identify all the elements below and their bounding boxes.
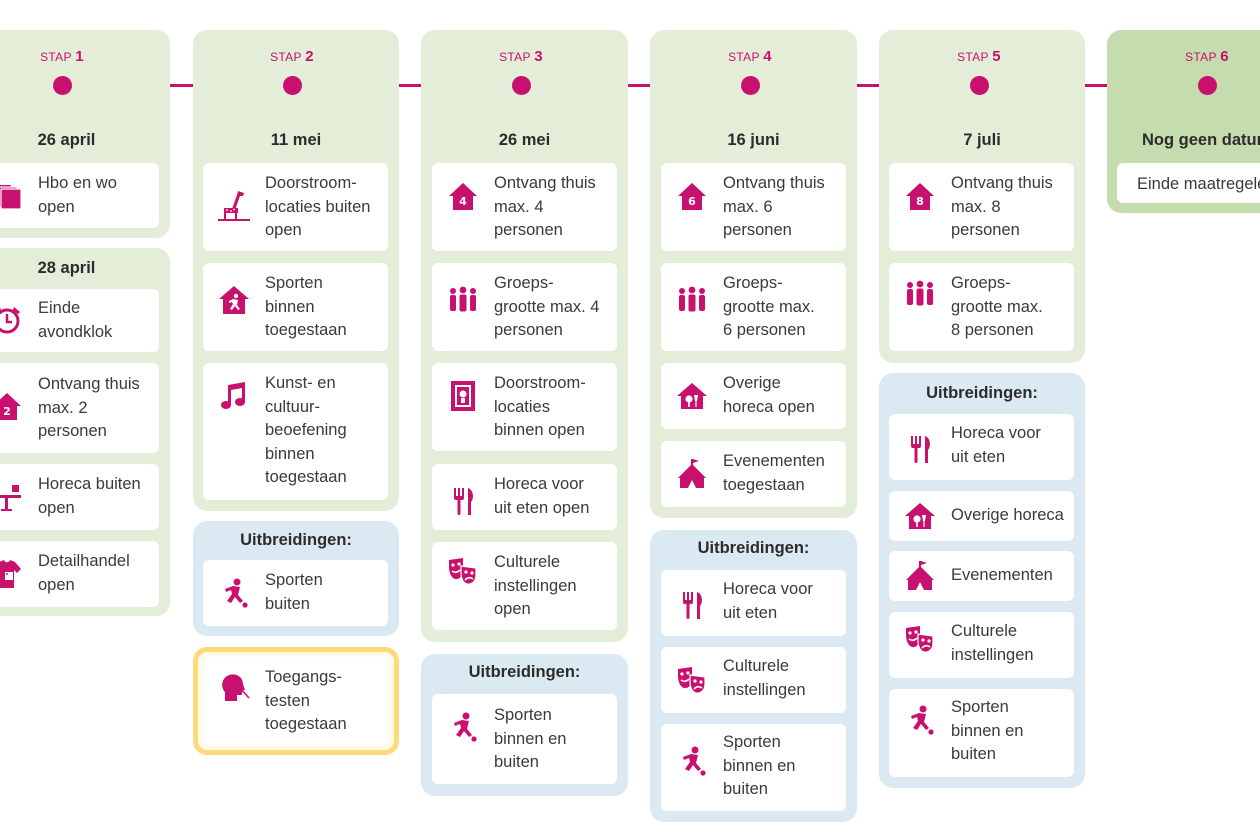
- alarm-clock-icon: [0, 303, 24, 337]
- runner-icon: [446, 710, 480, 744]
- group-icon: [903, 277, 937, 311]
- step-3-item-2: Groeps- grootte max. 4 personen: [432, 263, 617, 351]
- step-1-item-1: Hbo en wo open: [0, 163, 159, 228]
- fork-knife-icon: [446, 484, 480, 518]
- timeline-dot-4: [741, 76, 760, 95]
- step-1-date-b: 28 april: [37, 259, 96, 277]
- giraffe-icon: [217, 189, 251, 223]
- step-2-ext-item-1: Sporten buiten: [203, 560, 388, 626]
- step-1-date-a: 26 april: [37, 131, 96, 149]
- house-badge: 2: [3, 405, 11, 418]
- house-6-icon: 6: [675, 179, 709, 213]
- circus-tent-icon: [903, 559, 937, 593]
- step-label-6: STAP 6: [1185, 48, 1229, 65]
- step-6-date: Nog geen datum: [1142, 131, 1260, 149]
- timeline-dot-2: [283, 76, 302, 95]
- timeline-dot-5: [970, 76, 989, 95]
- step-3-ext-item-1: Sporten binnen en buiten: [432, 694, 617, 784]
- step-4-ext-item-3: Sporten binnen en buiten: [661, 724, 846, 811]
- step-2-item-1: Doorstroom- locaties buiten open: [203, 163, 388, 251]
- step-5-item-2: Groeps- grootte max. 8 personen: [889, 263, 1074, 351]
- step-5-date: 7 juli: [963, 131, 1001, 149]
- step-5-ext-item-2: Overige horeca: [889, 491, 1074, 541]
- runner-icon: [217, 576, 251, 610]
- step-2-date: 11 mei: [270, 131, 322, 149]
- house-2-icon: 2: [0, 389, 24, 423]
- timeline-dot-6: [1198, 76, 1217, 95]
- step-4-date: 16 juni: [727, 131, 780, 149]
- step-4-item-1: 6 Ontvang thuis max. 6 personen: [661, 163, 846, 251]
- house-badge: 6: [688, 195, 696, 208]
- timeline-dot-3: [512, 76, 531, 95]
- music-note-icon: [217, 379, 251, 413]
- step-2-extensions-title: Uitbreidingen:: [240, 531, 352, 549]
- step-5-item-1: 8 Ontvang thuis max. 8 personen: [889, 163, 1074, 251]
- house-4-icon: 4: [446, 179, 480, 213]
- step-label-5: STAP 5: [957, 48, 1001, 65]
- timeline-dot-1: [53, 76, 72, 95]
- step-label-1: STAP 1: [40, 48, 84, 65]
- step-4-item-2: Groeps- grootte max. 6 personen: [661, 263, 846, 351]
- books-icon: [0, 178, 24, 212]
- shirt-icon: [0, 557, 24, 591]
- fork-knife-icon: [675, 588, 709, 622]
- group-icon: [675, 283, 709, 317]
- runner-icon: [903, 703, 937, 737]
- step-4-extensions-title: Uitbreidingen:: [697, 539, 810, 557]
- step-3-item-3: Doorstroom- locaties binnen open: [432, 363, 617, 451]
- museum-frame-icon: [446, 379, 480, 413]
- step-2-item-2: Sporten binnen toegestaan: [203, 263, 388, 351]
- runner-icon: [675, 744, 709, 778]
- step-5-extensions-title: Uitbreidingen:: [926, 384, 1038, 402]
- step-4-item-3: Overige horeca open: [661, 363, 846, 429]
- step-6-item-1: Einde maatregelen: [1117, 163, 1260, 203]
- theater-masks-icon: [903, 622, 937, 656]
- step-label-2: STAP 2: [270, 48, 314, 65]
- step-3-item-4: Horeca voor uit eten open: [432, 464, 617, 530]
- theater-masks-icon: [675, 663, 709, 697]
- step-3-item-5: Culturele instellingen open: [432, 542, 617, 630]
- group-icon: [446, 283, 480, 317]
- timeline-line: [0, 84, 1260, 87]
- terrace-icon: [0, 480, 24, 514]
- step-2-item-3: Kunst- en cultuur- beoefening binnen toe…: [203, 363, 388, 500]
- test-swab-icon: [217, 671, 251, 705]
- sports-house-icon: [217, 283, 251, 317]
- step-3-date: 26 mei: [498, 131, 551, 149]
- fork-knife-icon: [903, 432, 937, 466]
- step-4-ext-item-1: Horeca voor uit eten: [661, 570, 846, 636]
- step-2-test-item: Toegangs- testen toegestaan: [203, 657, 388, 745]
- circus-tent-icon: [675, 457, 709, 491]
- step-5-ext-item-3: Evenementen: [889, 551, 1074, 601]
- theater-masks-icon: [446, 554, 480, 588]
- step-1-item-4: Horeca buiten open: [0, 464, 159, 530]
- step-4-ext-item-2: Culturele instellingen: [661, 647, 846, 713]
- step-5-ext-item-1: Horeca voor uit eten: [889, 414, 1074, 480]
- house-badge: 8: [916, 195, 924, 208]
- step-1-item-2: Einde avondklok: [0, 289, 159, 352]
- step-label-4: STAP 4: [728, 48, 772, 65]
- house-badge: 4: [459, 195, 467, 208]
- step-1-item-5: Detailhandel open: [0, 541, 159, 607]
- step-4-item-4: Evenementen toegestaan: [661, 441, 846, 507]
- step-1-item-3: 2 Ontvang thuis max. 2 personen: [0, 363, 159, 453]
- step-3-item-1: 4 Ontvang thuis max. 4 personen: [432, 163, 617, 251]
- house-8-icon: 8: [903, 179, 937, 213]
- step-5-ext-item-5: Sporten binnen en buiten: [889, 689, 1074, 777]
- step-3-extensions-title: Uitbreidingen:: [468, 663, 581, 681]
- step-5-ext-item-4: Culturele instellingen: [889, 612, 1074, 678]
- horeca-house-icon: [903, 499, 937, 533]
- horeca-house-icon: [675, 379, 709, 413]
- step-label-3: STAP 3: [499, 48, 543, 65]
